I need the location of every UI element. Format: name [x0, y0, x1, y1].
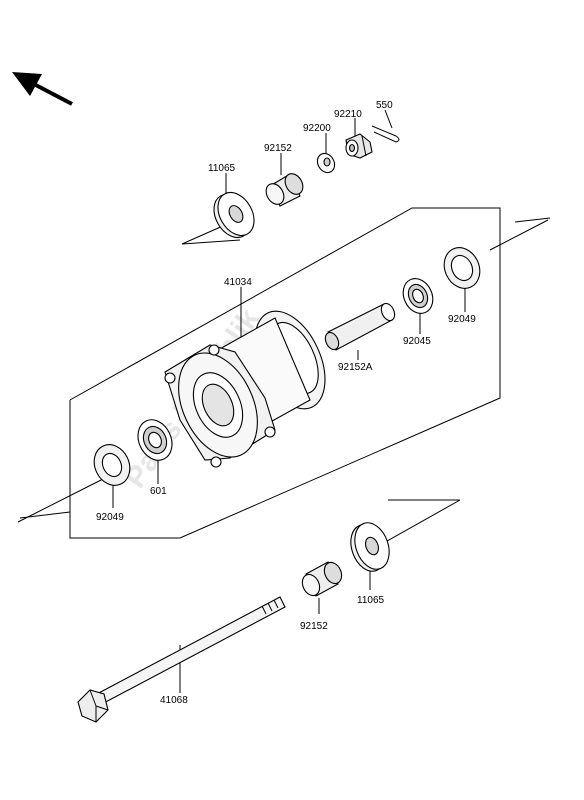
spacer [324, 302, 396, 351]
label-collar-bottom: 92152 [300, 621, 328, 632]
label-nut: 92210 [334, 109, 362, 120]
label-axle: 41068 [160, 695, 188, 706]
collar-bottom [301, 561, 343, 597]
label-hub: 41034 [224, 277, 252, 288]
label-seal-right: 92049 [448, 314, 476, 325]
label-washer-bottom: 11065 [357, 595, 385, 606]
label-spacer: 92152A [338, 362, 373, 373]
bearing-right [402, 278, 434, 314]
label-cotter-pin: 550 [376, 100, 393, 111]
part-labels: 11065 92152 92200 92210 550 41034 92049 … [96, 100, 476, 706]
label-bearing-left: 601 [150, 486, 167, 497]
label-collar-top: 92152 [264, 143, 292, 154]
label-washer-small: 92200 [303, 123, 331, 134]
label-washer-top: 11065 [208, 163, 236, 174]
seal-right [443, 247, 481, 289]
bearing-left [137, 419, 173, 461]
washer-bottom [350, 522, 390, 572]
castle-nut [345, 133, 373, 159]
washer-top [213, 191, 255, 239]
label-bearing-right: 92045 [403, 336, 431, 347]
arrow-up-left-icon [12, 72, 73, 106]
collar-top [265, 173, 304, 207]
seal-left [93, 444, 131, 486]
washer-small [316, 152, 336, 174]
cotter-pin [371, 125, 400, 143]
label-seal-left: 92049 [96, 512, 124, 523]
leader-lines [112, 109, 466, 693]
axle [77, 596, 286, 723]
wheel-hub [164, 310, 326, 468]
